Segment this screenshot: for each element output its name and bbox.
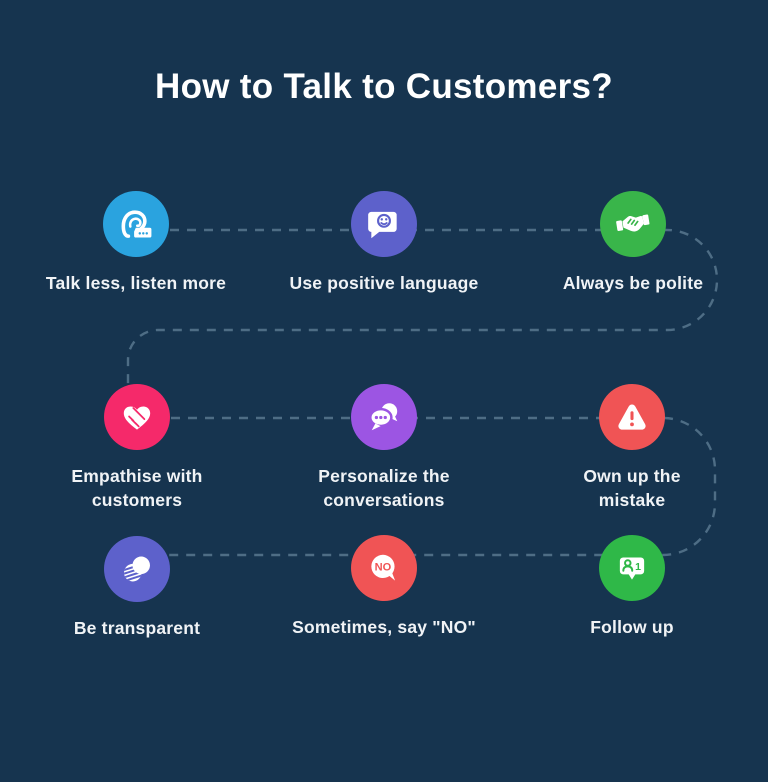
step-circle [103, 191, 169, 257]
step-circle [351, 384, 417, 450]
smile-bubble-icon [368, 211, 397, 239]
step-circle: 1 [599, 535, 665, 601]
handshake-icon [616, 214, 650, 232]
follow-up-badge-count: 1 [635, 561, 641, 573]
step-node-follow-up: 1 Follow up [522, 535, 742, 639]
step-label: Be transparent [73, 618, 201, 638]
step-circle [351, 191, 417, 257]
page-title: How to Talk to Customers? [155, 67, 613, 106]
heart-handshake-icon [123, 406, 151, 430]
step-circle [104, 384, 170, 450]
step-node-positive-language: Use positive language [274, 191, 494, 295]
follow-up-icon: 1 [619, 557, 645, 580]
connector-row1-to-row2 [126, 228, 719, 388]
step-label: Talk less, listen more [45, 273, 227, 293]
ear-listen-icon [121, 210, 152, 238]
step-node-talk-less: Talk less, listen more [26, 191, 246, 295]
step-circle [104, 536, 170, 602]
step-circle [600, 191, 666, 257]
step-circle: NO [351, 535, 417, 601]
step-node-be-polite: Always be polite [523, 191, 743, 295]
warning-triangle-icon [618, 404, 646, 430]
transparency-circles-icon [124, 556, 150, 582]
no-bubble-text: NO [375, 561, 392, 573]
step-label: Sometimes, say "NO" [292, 617, 476, 637]
no-bubble-icon: NO [371, 554, 396, 581]
step-label: Always be polite [562, 273, 704, 293]
step-label: Use positive language [289, 273, 479, 293]
step-circle [599, 384, 665, 450]
connector-row2-to-row3 [137, 416, 717, 557]
step-node-transparent: Be transparent [27, 536, 247, 640]
step-node-say-no: NO Sometimes, say "NO" [274, 535, 494, 639]
chat-bubbles-icon [369, 403, 398, 431]
step-label: Follow up [590, 617, 674, 637]
